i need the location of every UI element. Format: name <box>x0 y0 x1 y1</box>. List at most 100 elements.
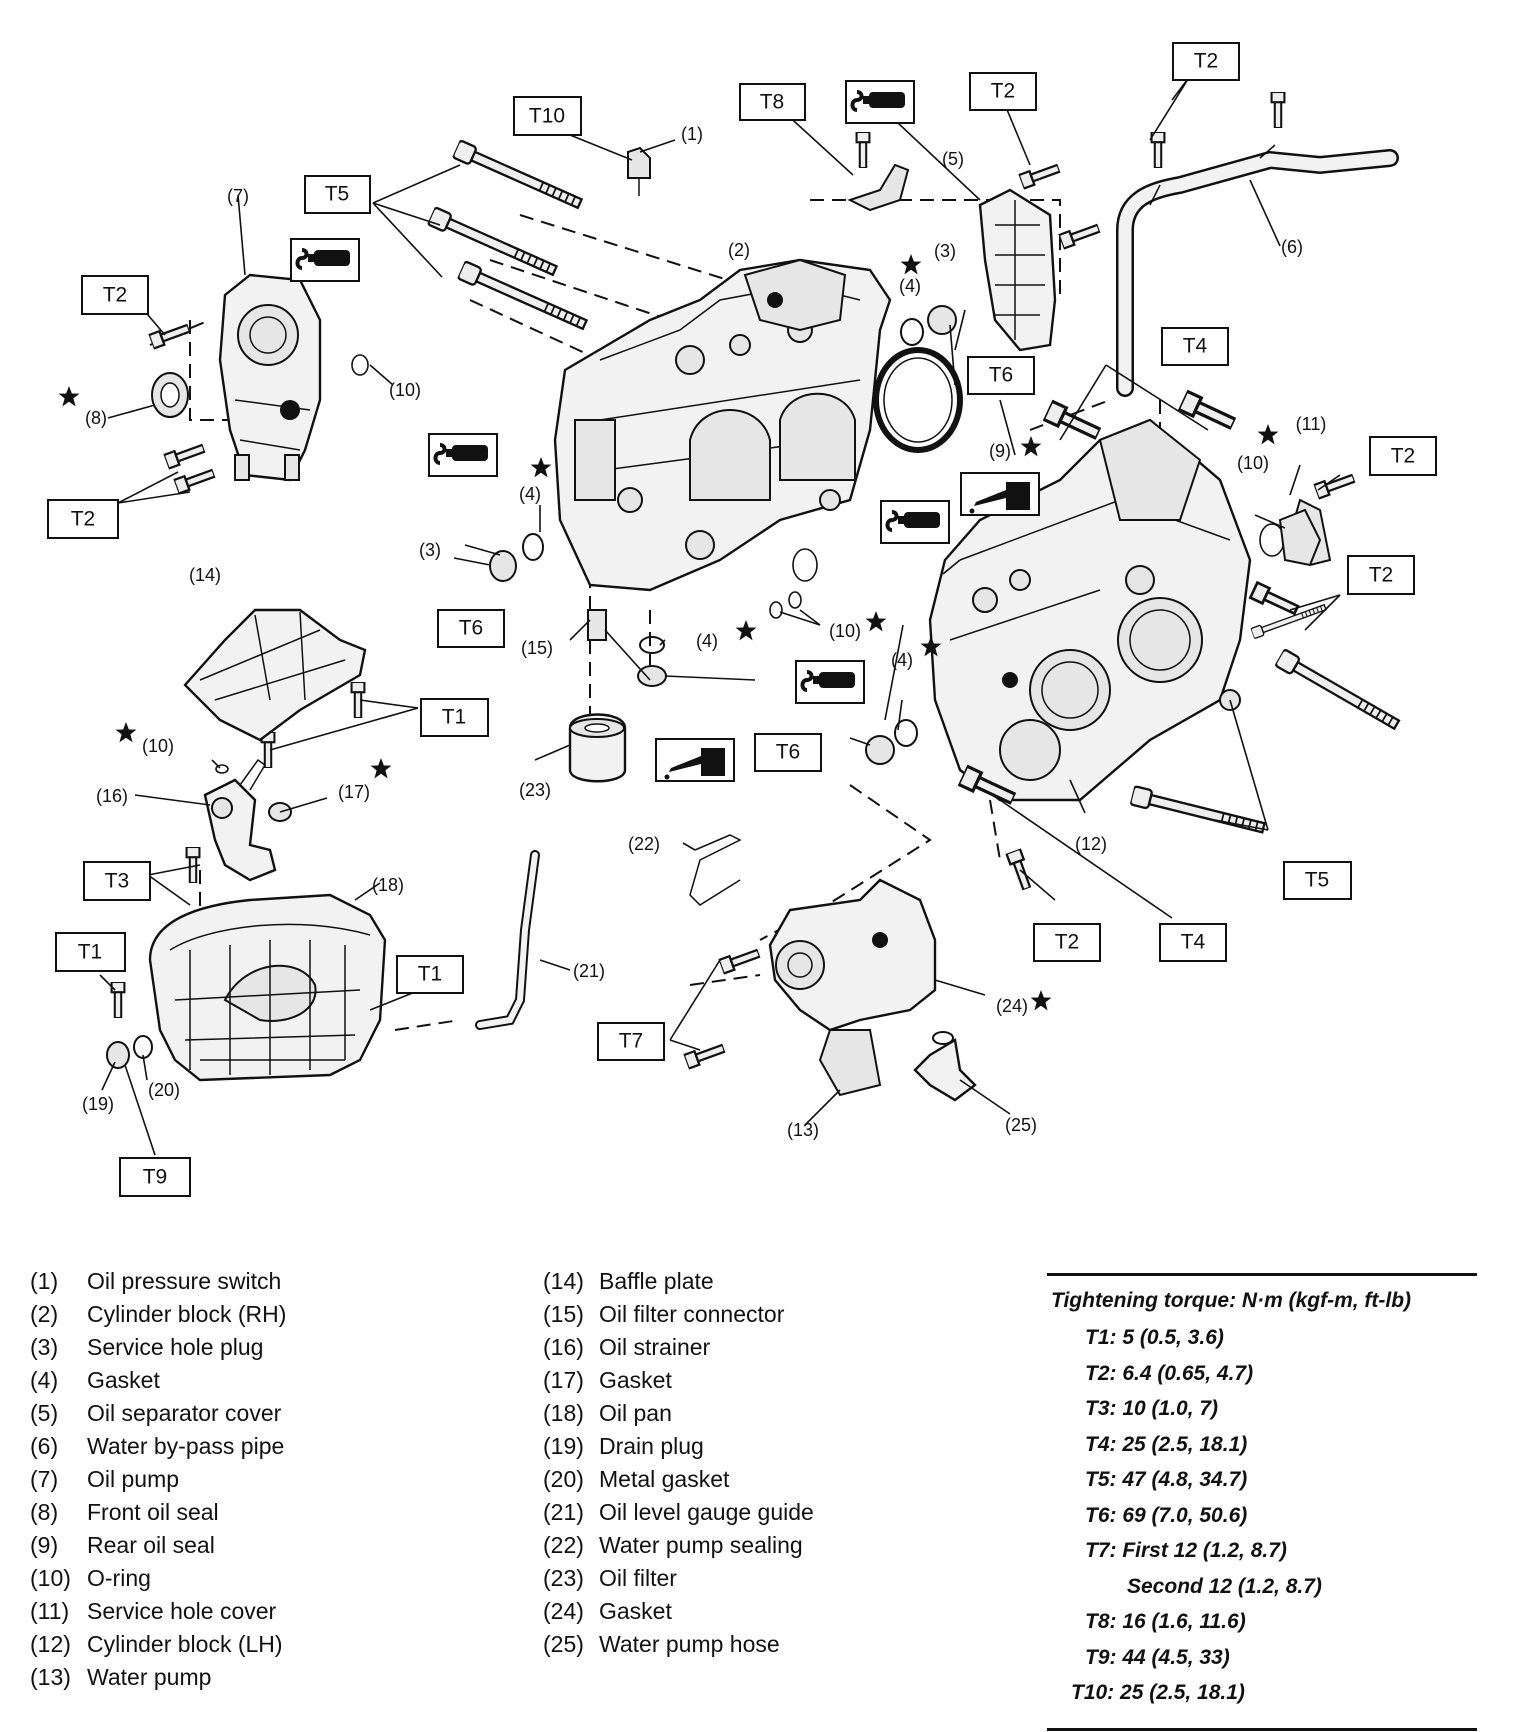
torque-row: T5: 47 (4.8, 34.7) <box>1085 1468 1248 1491</box>
water-bypass-pipe <box>1116 144 1399 397</box>
oil-can-icon <box>655 738 735 782</box>
torque-box-t9: T9 <box>119 1157 191 1197</box>
callout-4: (4) <box>696 631 718 651</box>
callout-7: (7) <box>227 186 249 206</box>
torque-box-t2: T2 <box>1033 923 1101 962</box>
legend-row: (25)Water pump hose <box>543 1631 780 1657</box>
legend-row: (9)Rear oil seal <box>30 1532 215 1558</box>
star-icon <box>115 722 137 743</box>
torque-box-t2: T2 <box>1369 436 1437 476</box>
cylinder-block-rh <box>553 258 892 592</box>
callout-6: (6) <box>1281 237 1303 257</box>
svg-text:T7: T7 <box>619 1030 644 1053</box>
oil-pan <box>148 893 387 1082</box>
legend-row: (5)Oil separator cover <box>30 1400 282 1426</box>
callout-10: (10) <box>1237 453 1269 473</box>
sealant-icon <box>795 660 865 704</box>
legend-row: (17)Gasket <box>543 1367 672 1393</box>
callout-16: (16) <box>96 786 128 806</box>
svg-text:T6: T6 <box>459 617 484 640</box>
rear-oil-seal <box>873 347 963 453</box>
torque-box-t1: T1 <box>420 698 489 737</box>
sealant-icon <box>290 238 360 282</box>
callout-1: (1) <box>681 124 703 144</box>
callout-24: (24) <box>996 996 1028 1016</box>
star-icon <box>735 620 757 641</box>
legend-row: (12)Cylinder block (LH) <box>30 1631 283 1657</box>
svg-text:T2: T2 <box>1369 564 1394 587</box>
torque-box-t2: T2 <box>47 499 119 539</box>
torque-row: T4: 25 (2.5, 18.1) <box>1085 1432 1248 1456</box>
svg-text:T1: T1 <box>442 706 467 729</box>
callout-4: (4) <box>891 650 913 670</box>
torque-specification-table: Tightening torque: N·m (kgf-m, ft-lb) T1… <box>1047 1273 1477 1731</box>
legend-row: (4)Gasket <box>30 1367 160 1393</box>
sealant-icon <box>880 500 950 544</box>
legend-row: (3)Service hole plug <box>30 1334 264 1360</box>
svg-text:T5: T5 <box>1305 869 1330 892</box>
small-parts <box>215 146 1332 906</box>
star-icon <box>58 386 80 407</box>
legend-column-1: (1)Oil pressure switch (2)Cylinder block… <box>30 1265 286 1694</box>
top-rule <box>1047 1273 1477 1276</box>
callout-22: (22) <box>628 834 660 854</box>
callout-10: (10) <box>389 380 421 400</box>
torque-box-t7: T7 <box>597 1022 665 1061</box>
legend-row: (8)Front oil seal <box>30 1499 219 1525</box>
legend-row: (11)Service hole cover <box>30 1598 277 1624</box>
torque-row: T8: 16 (1.6, 11.6) <box>1085 1610 1246 1633</box>
callout-23: (23) <box>519 780 551 800</box>
legend-row: (6)Water by-pass pipe <box>30 1433 285 1459</box>
torque-box-t3: T3 <box>83 861 151 901</box>
legend-row: (23)Oil filter <box>543 1565 677 1591</box>
star-icon <box>1020 436 1042 457</box>
legend-row: (14)Baffle plate <box>543 1268 714 1294</box>
oil-can-icon <box>960 472 1040 516</box>
callout-13: (13) <box>787 1120 819 1140</box>
torque-box-t5: T5 <box>304 175 371 214</box>
callout-25: (25) <box>1005 1115 1037 1135</box>
svg-text:T2: T2 <box>1194 50 1219 73</box>
torque-box-t10: T10 <box>513 96 582 136</box>
torque-box-t6: T6 <box>967 356 1035 395</box>
callout-14: (14) <box>189 565 221 585</box>
svg-text:T4: T4 <box>1181 931 1206 954</box>
torque-row: T6: 69 (7.0, 50.6) <box>1085 1503 1248 1527</box>
callout-15: (15) <box>521 638 553 658</box>
legend-column-2: (14)Baffle plate (15)Oil filter connecto… <box>543 1265 814 1661</box>
svg-text:T6: T6 <box>776 741 801 764</box>
callout-3: (3) <box>419 540 441 560</box>
callout-5: (5) <box>942 149 964 169</box>
star-icon <box>1257 424 1279 445</box>
svg-text:T2: T2 <box>103 284 128 307</box>
star-icon <box>530 457 552 478</box>
legend-row: (20)Metal gasket <box>543 1466 730 1492</box>
svg-text:T2: T2 <box>991 80 1016 103</box>
svg-text:T4: T4 <box>1183 335 1208 358</box>
callout-10: (10) <box>829 621 861 641</box>
svg-text:T1: T1 <box>78 941 103 964</box>
callout-20: (20) <box>148 1080 180 1100</box>
callout-17: (17) <box>338 782 370 802</box>
oil-strainer <box>203 758 277 882</box>
svg-text:T1: T1 <box>418 963 443 986</box>
callout-18: (18) <box>372 875 404 895</box>
callout-21: (21) <box>573 961 605 981</box>
star-icon <box>865 611 887 632</box>
water-pump <box>768 878 937 1097</box>
torque-box-t6: T6 <box>754 733 822 772</box>
water-pump-hose <box>913 1031 977 1102</box>
torque-box-t2: T2 <box>1347 555 1415 595</box>
baffle-plate <box>183 608 367 742</box>
svg-text:T10: T10 <box>529 105 565 128</box>
legend-row: (2)Cylinder block (RH) <box>30 1301 287 1327</box>
legend-row: (13)Water pump <box>30 1664 212 1690</box>
svg-text:T2: T2 <box>1391 445 1416 468</box>
torque-box-t2: T2 <box>81 275 149 315</box>
torque-box-t5: T5 <box>1283 861 1352 900</box>
torque-row: T7: First 12 (1.2, 8.7) <box>1085 1539 1287 1562</box>
torque-box-t8: T8 <box>739 83 806 121</box>
callout-11: (11) <box>1296 414 1327 434</box>
legend-row: (16)Oil strainer <box>543 1334 711 1360</box>
bracket <box>847 163 910 212</box>
